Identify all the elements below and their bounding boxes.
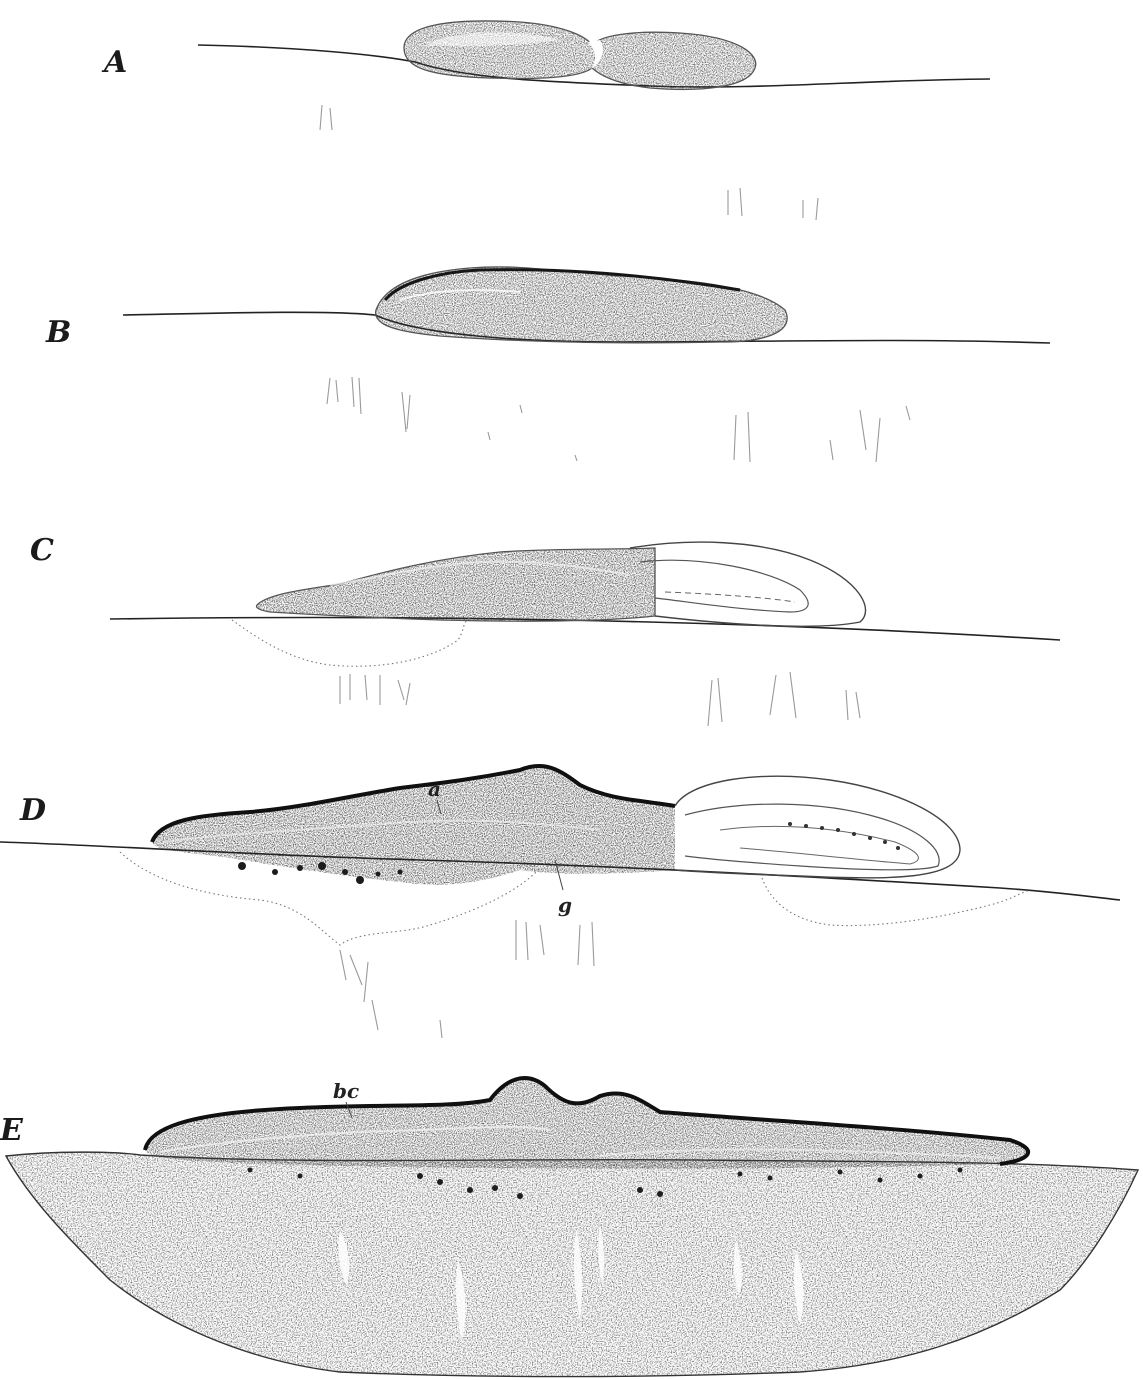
sketch-marks-b [327, 377, 910, 462]
sketch-marks-a [320, 105, 818, 220]
sketch-marks-d [120, 852, 1030, 1038]
stage-b: B [45, 267, 1050, 462]
embryo-body-c [257, 542, 866, 626]
stage-c: C [30, 533, 1060, 726]
stage-e: E bc [0, 1078, 1138, 1376]
stage-label-d: D [19, 793, 46, 828]
annotation-g: g [558, 893, 572, 917]
stage-label-c: C [30, 533, 54, 568]
stage-label-e: E [0, 1113, 24, 1148]
embryo-body-b [376, 267, 788, 343]
embryo-body-d [152, 766, 960, 885]
stage-d: D a g [0, 766, 1120, 1038]
stage-label-b: B [45, 315, 71, 350]
tissue-mass-e [6, 1152, 1138, 1376]
annotation-a: a [428, 777, 441, 801]
stage-label-a: A [101, 45, 127, 80]
stage-a: A [101, 21, 990, 220]
embryo-body-a [404, 21, 756, 89]
annotation-bc: bc [333, 1079, 359, 1103]
sketch-marks-c [232, 618, 860, 726]
